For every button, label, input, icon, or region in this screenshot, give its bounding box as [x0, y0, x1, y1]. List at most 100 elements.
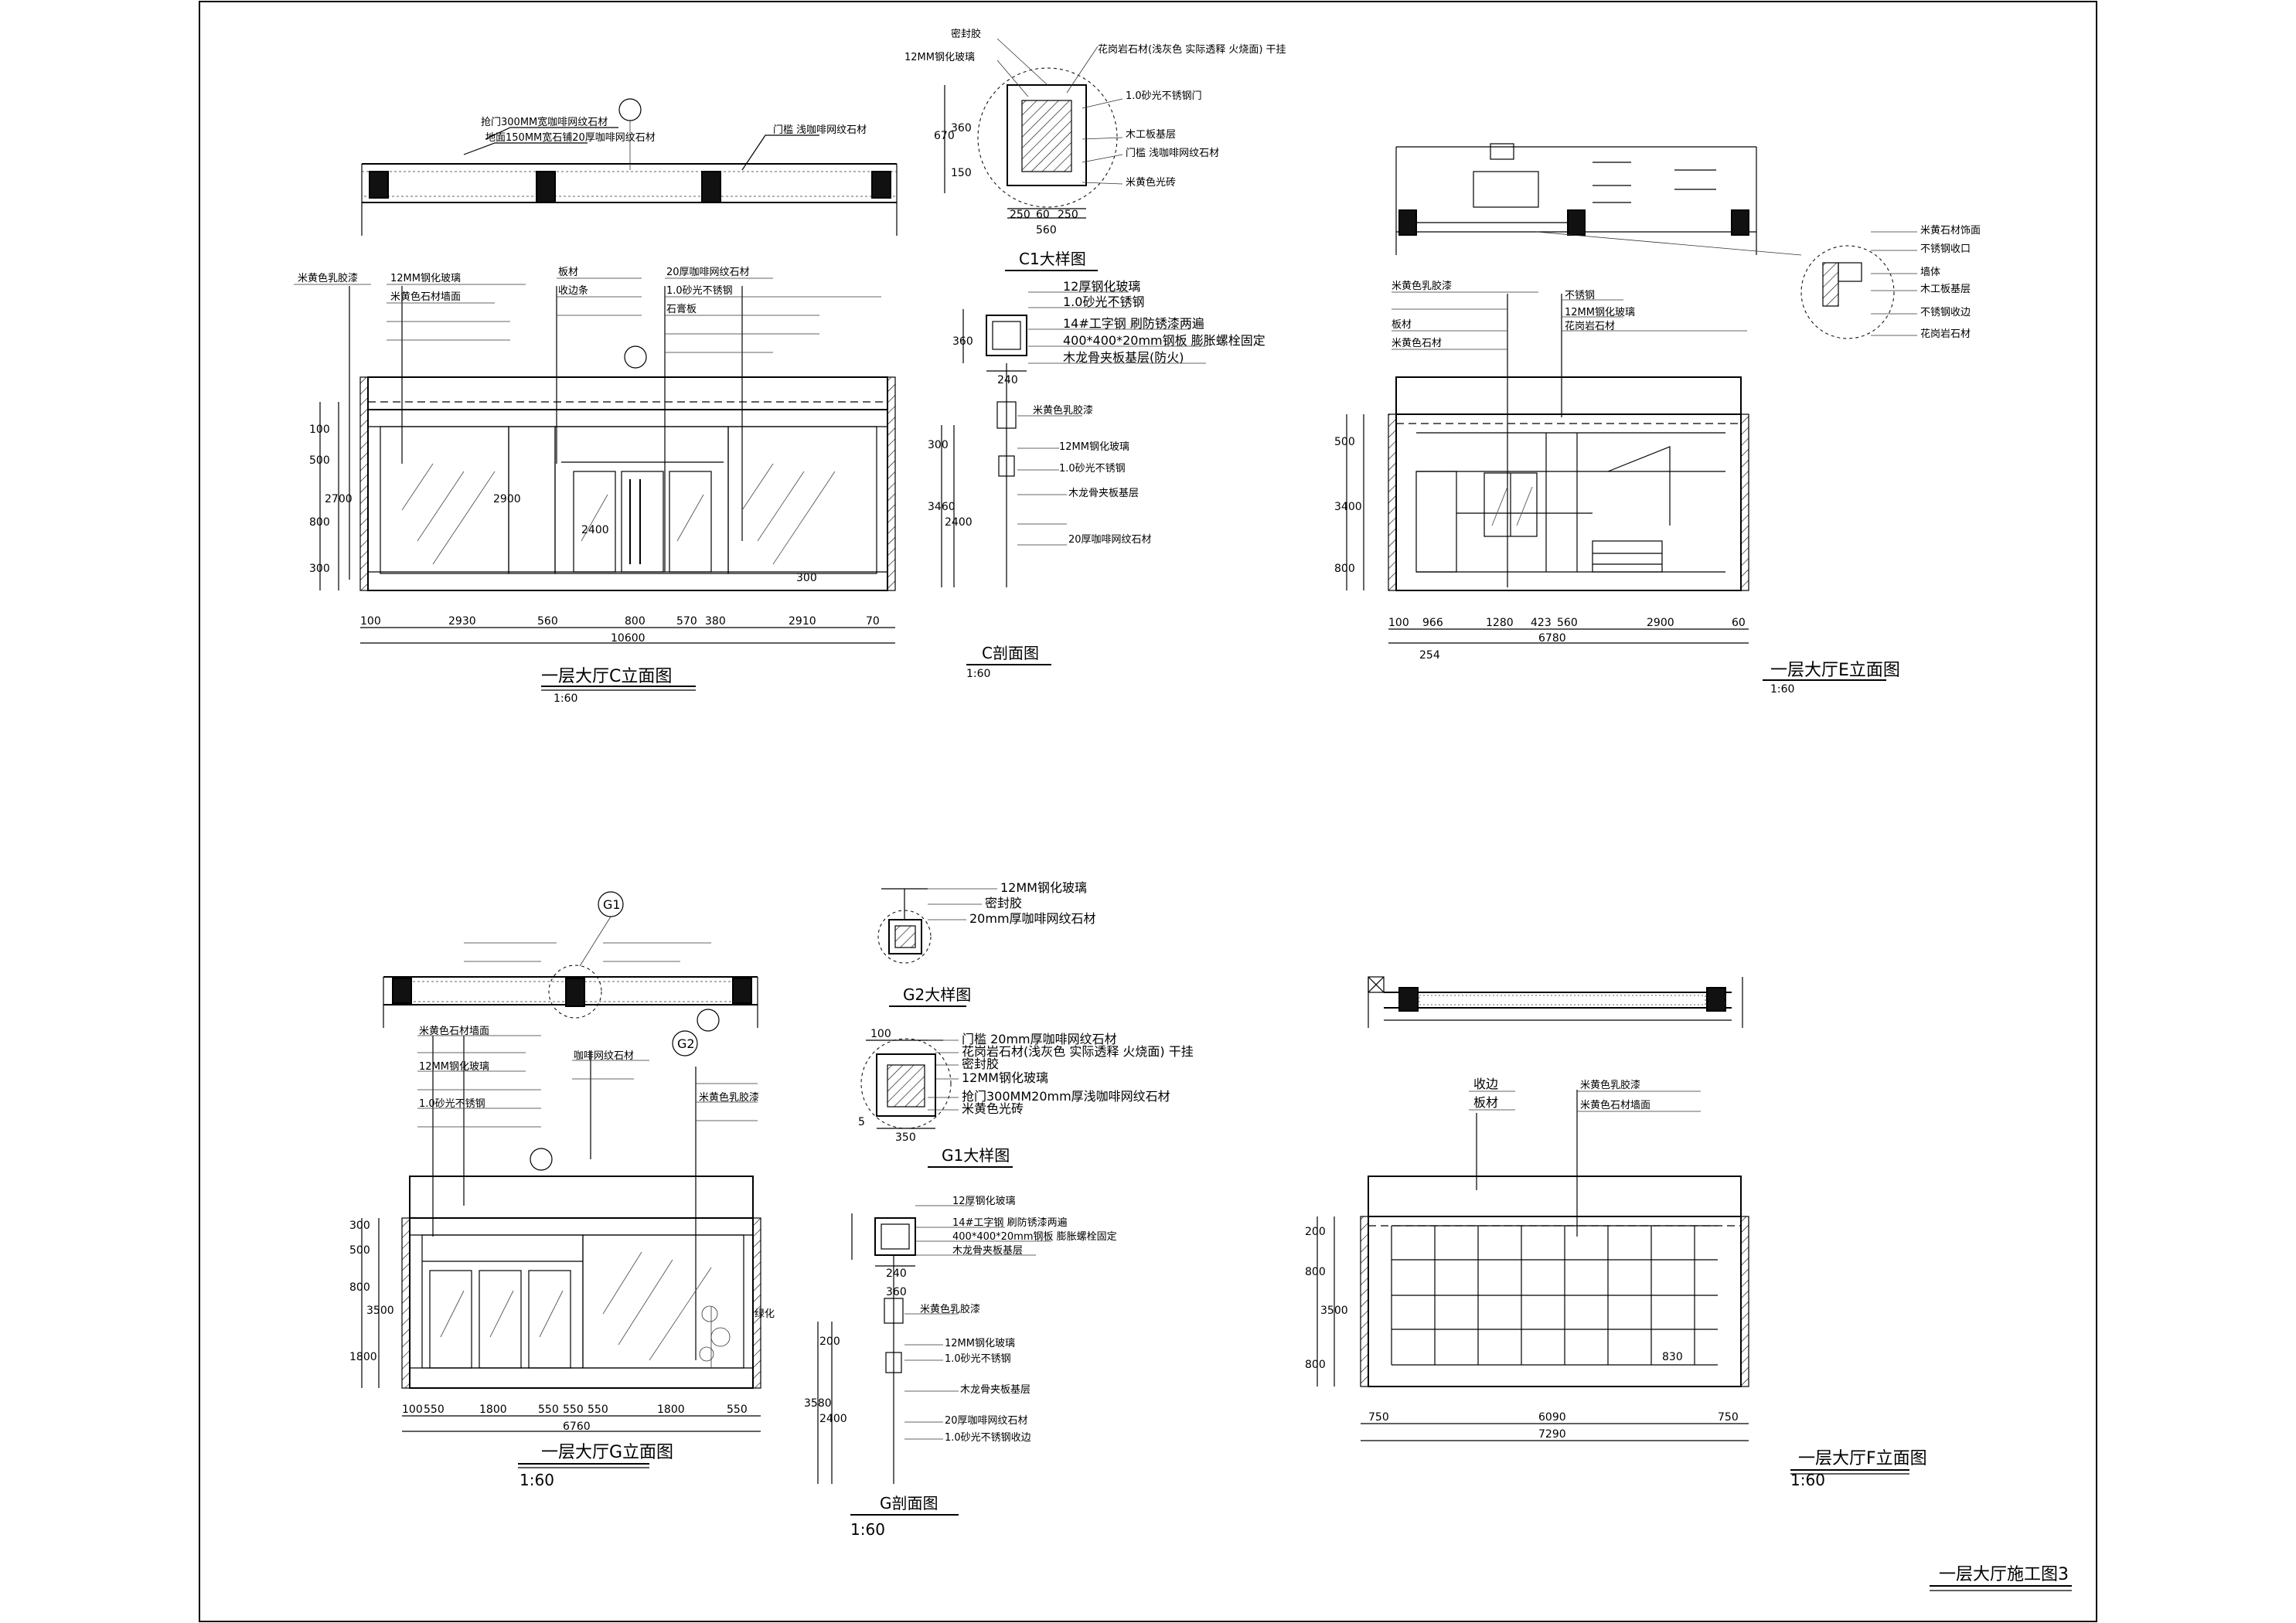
g-note-4: 咖啡网纹石材 [574, 1050, 634, 1062]
g-marker-g1: G1 [603, 897, 621, 912]
cs-note-6: 米黄色乳胶漆 [1033, 404, 1093, 417]
c-note-1: 米黄色乳胶漆 [298, 272, 358, 284]
elevation-c-scale: 1:60 [554, 692, 577, 705]
sheet-title: 一层大厅施工图3 [1939, 1565, 2069, 1584]
c1-note-1: 密封胶 [951, 28, 981, 40]
e-dim-1: 100 [1388, 617, 1409, 629]
cs-note-10: 20厚咖啡网纹石材 [1068, 534, 1152, 546]
elevation-c-dims: 100 2930 560 800 570 380 2910 70 10600 1… [309, 402, 895, 645]
gs-note-9: 20厚咖啡网纹石材 [945, 1415, 1028, 1427]
gs-dim-1: 360 [886, 1286, 907, 1298]
gs-note-6: 12MM钢化玻璃 [945, 1338, 1015, 1349]
g-dim-5: 550 [563, 1404, 584, 1416]
elevation-f-scale: 1:60 [1790, 1471, 1825, 1489]
c-vdim-4: 2700 [325, 493, 353, 505]
e1-note-3: 墙体 [1920, 267, 1940, 278]
c-vdim-1: 100 [309, 424, 330, 436]
elevation-g-dims: 100 550 1800 550 550 550 1800 550 6760 3… [349, 1218, 761, 1433]
c-vdim-2: 500 [309, 454, 330, 467]
g-section-scale: 1:60 [850, 1520, 885, 1539]
c-inner-1: 2900 [493, 493, 521, 505]
cs-dim-1: 360 [952, 335, 973, 348]
g-dim-8: 550 [727, 1404, 748, 1416]
elevation-f-title: 一层大厅F立面图 [1798, 1449, 1927, 1468]
c-dim-2: 2930 [448, 615, 476, 628]
e-note-5: 12MM钢化玻璃 [1565, 307, 1635, 318]
sheet-border [199, 1, 2097, 1622]
f-dim-1: 750 [1368, 1411, 1389, 1424]
e-note-4: 不锈钢 [1565, 290, 1595, 301]
g1-dim-3: 5 [858, 1116, 865, 1128]
elevation-e-plan [1395, 143, 1802, 256]
g1-note-4: 12MM钢化玻璃 [962, 1070, 1048, 1085]
e-dim-6: 2900 [1647, 617, 1674, 629]
c1-dim-3: 250 [1058, 209, 1078, 221]
g1-detail-group: 100 350 5 门槛 20mm厚咖啡网纹石材 花岗岩石材(浅灰色 实际透释 … [858, 1028, 1194, 1168]
g-vdim-2: 500 [349, 1244, 370, 1257]
gs-note-2: 14#工字钢 刷防锈漆两遍 [952, 1216, 1068, 1229]
g-dim-1: 100 [402, 1404, 423, 1416]
c-dim-7: 2910 [789, 615, 816, 628]
cs-note-2: 1.0砂光不锈钢 [1063, 294, 1144, 309]
cs-vdim-1: 300 [928, 439, 949, 451]
cs-note-8: 1.0砂光不锈钢 [1059, 463, 1126, 475]
e-vdim-3: 800 [1334, 563, 1355, 575]
g1-note-6: 米黄色光砖 [962, 1101, 1024, 1116]
g-vdim-1: 300 [349, 1220, 370, 1232]
cs-dim-2: 240 [997, 374, 1018, 386]
elevation-e-group: 米黄石材饰面 不锈钢收口 墙体 木工板基层 不锈钢收边 花岗岩石材 米黄色乳胶漆… [1334, 143, 1981, 696]
elevation-c-notes: 米黄色乳胶漆 12MM钢化玻璃 米黄色石材墙面 板材 收边条 20厚咖啡网纹石材… [294, 267, 881, 580]
c1-note-7: 米黄色光砖 [1126, 176, 1176, 189]
c1-note-2: 12MM钢化玻璃 [904, 52, 975, 63]
c-note-8: 石膏板 [666, 303, 697, 315]
gs-note-7: 1.0砂光不锈钢 [945, 1353, 1011, 1365]
c-inner-2: 300 [796, 572, 817, 584]
c1-note-3: 花岗岩石材(浅灰色 实际透释 火烧面) 干挂 [1098, 43, 1286, 56]
e-dim-3: 1280 [1486, 617, 1514, 629]
gs-dim-2: 240 [886, 1267, 907, 1280]
c-note-4: 板材 [558, 267, 578, 278]
elevation-e-drawing [1388, 376, 1749, 591]
c-dim-1: 100 [360, 615, 381, 628]
elevation-e-scale: 1:60 [1770, 683, 1794, 696]
g-marker-g2: G2 [677, 1036, 695, 1051]
elevation-f-plan [1368, 976, 1743, 1028]
g2-note-3: 20mm厚咖啡网纹石材 [969, 911, 1096, 926]
e-note-1: 米黄色乳胶漆 [1392, 280, 1452, 292]
g-total: 6760 [563, 1421, 591, 1433]
c-dim-6: 380 [705, 615, 726, 628]
elevation-g-title: 一层大厅G立面图 [541, 1443, 673, 1462]
cs-note-1: 12厚钢化玻璃 [1063, 279, 1140, 294]
gs-note-8: 木龙骨夹板基层 [960, 1384, 1030, 1396]
gs-vdim-3: 3580 [804, 1397, 832, 1410]
elevation-g-scale: 1:60 [519, 1471, 554, 1489]
g-note-5: 米黄色乳胶漆 [699, 1091, 759, 1104]
elevation-f-notes: 收边 板材 米黄色乳胶漆 米黄色石材墙面 [1469, 1077, 1701, 1237]
g2-title: G2大样图 [903, 985, 971, 1004]
f-vdim-3: 3500 [1320, 1305, 1348, 1317]
cs-note-4: 400*400*20mm钢板 膨胀螺栓固定 [1063, 333, 1266, 348]
c-note-6: 20厚咖啡网纹石材 [666, 267, 750, 278]
elevation-f-drawing: 830 [1360, 1176, 1749, 1387]
elevation-f-group: 收边 板材 米黄色乳胶漆 米黄色石材墙面 830 [1305, 976, 1927, 1489]
e1-note-5: 不锈钢收边 [1920, 307, 1971, 318]
elevation-g-notes: 米黄色石材墙面 12MM钢化玻璃 1.0砂光不锈钢 咖啡网纹石材 米黄色乳胶漆 [417, 1025, 759, 1360]
c-section-scale: 1:60 [966, 668, 990, 680]
e-total: 6780 [1538, 632, 1566, 645]
c-vdim-3: 800 [309, 516, 330, 529]
g-vdim-3: 800 [349, 1281, 370, 1294]
c1-note-5: 木工板基层 [1126, 129, 1176, 141]
g-dim-2: 550 [424, 1404, 445, 1416]
elevation-g-group: G1 G2 米黄色石 [349, 891, 775, 1489]
gs-note-3: 400*400*20mm钢板 膨胀螺栓固定 [952, 1231, 1117, 1243]
g1-note-2: 花岗岩石材(浅灰色 实际透释 火烧面) 干挂 [962, 1044, 1194, 1059]
gs-note-4: 木龙骨夹板基层 [952, 1245, 1023, 1257]
c1-dim-1: 250 [1010, 209, 1030, 221]
g-section-title: G剖面图 [880, 1494, 938, 1512]
e-vdim-2: 3400 [1334, 501, 1362, 513]
e-vdim-1: 500 [1334, 436, 1355, 448]
elevation-f-dims: 750 6090 750 7290 200 800 3500 800 [1305, 1216, 1749, 1441]
g1-title: G1大样图 [942, 1146, 1010, 1165]
f-dim-2: 6090 [1538, 1411, 1566, 1424]
g-dim-3: 1800 [479, 1404, 507, 1416]
